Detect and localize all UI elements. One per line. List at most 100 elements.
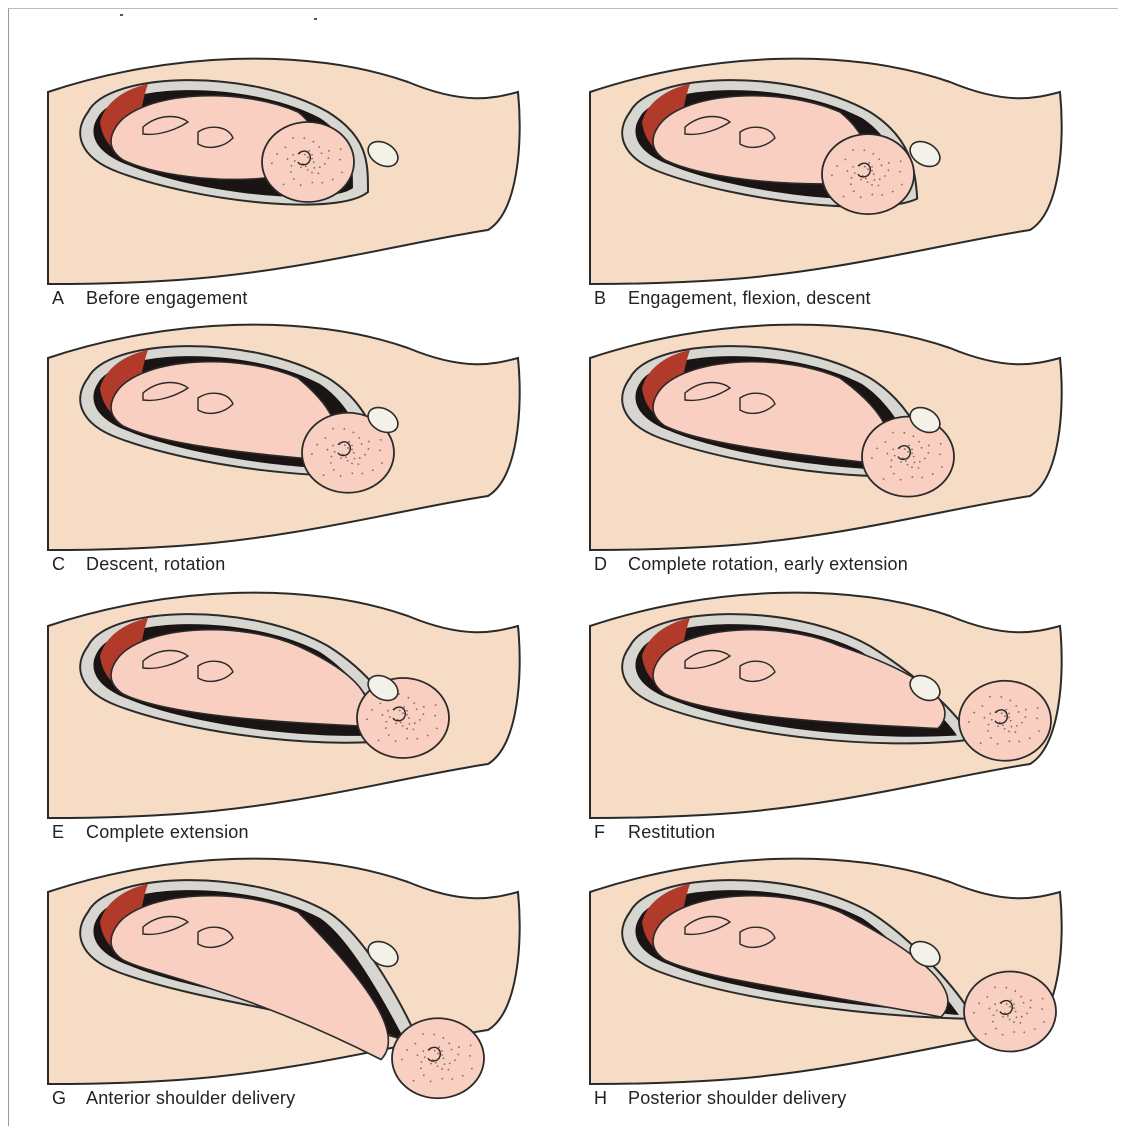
hair-stipple [1013,1007,1015,1009]
hair-stipple [1030,1007,1032,1009]
hair-stipple [871,166,873,168]
hair-stipple [918,467,920,469]
hair-stipple [884,441,886,443]
stage-caption: GAnterior shoulder delivery [52,1088,295,1109]
hair-stipple [881,194,883,196]
hair-stipple [890,466,892,468]
hair-stipple [311,182,313,184]
hair-stipple [1014,990,1016,992]
hair-stipple [435,704,437,706]
hair-stipple [988,724,990,726]
hair-stipple [307,156,309,158]
hair-stipple [1021,1016,1023,1018]
pelvis-illustration [48,852,568,1084]
stage-panel-g: GAnterior shoulder delivery [48,852,568,1117]
hair-stipple [852,149,854,151]
hair-stipple [871,457,873,459]
hair-stipple [386,721,388,723]
hair-stipple [1006,1003,1008,1005]
hair-stipple [364,454,366,456]
hair-stipple [430,1063,432,1065]
hair-stipple [300,184,302,186]
hair-stipple [928,452,930,454]
hair-stipple [330,462,332,464]
hair-stipple [878,185,880,187]
hair-stipple [379,702,381,704]
hair-stipple [1010,720,1012,722]
hair-stipple [333,469,335,471]
stage-caption: CDescent, rotation [52,554,225,575]
pelvis-illustration [48,586,568,818]
hair-stipple [359,457,361,459]
hair-stipple [911,466,913,468]
hair-stipple [1023,1002,1025,1004]
hair-stipple [911,452,913,454]
hair-stipple [368,448,370,450]
hair-stipple [340,148,342,150]
hair-stipple [986,996,988,998]
hair-stipple [1020,1022,1022,1024]
hair-stipple [994,1003,996,1005]
hair-stipple [308,150,310,152]
hair-stipple [1043,1021,1045,1023]
hair-stipple [368,441,370,443]
hair-stipple [864,166,866,168]
hair-stipple [980,742,982,744]
hair-stipple [907,451,909,453]
hair-stipple [313,161,315,163]
hair-stipple [968,721,970,723]
hair-stipple [413,702,415,704]
hair-stipple [287,158,289,160]
hair-stipple [388,734,390,736]
stage-label: Complete extension [86,822,249,842]
hair-stipple [899,171,901,173]
hair-stipple [400,722,402,724]
hair-stipple [1023,1031,1025,1033]
hair-stipple [427,735,429,737]
hair-stipple [385,727,387,729]
hair-stipple [1025,716,1027,718]
hair-stipple [433,1034,435,1036]
hair-stipple [328,150,330,152]
hair-stipple [351,445,353,447]
hair-stipple [879,178,881,180]
hair-stipple [991,719,993,721]
hair-stipple [291,165,293,167]
hair-stipple [327,449,329,451]
hair-stipple [423,713,425,715]
stage-letter: E [52,822,86,843]
hair-stipple [989,713,991,715]
hair-stipple [990,737,992,739]
hair-stipple [371,709,373,711]
hair-stipple [294,160,296,162]
hair-stipple [1018,711,1020,713]
pelvis-illustration [590,852,1110,1084]
hair-stipple [351,448,353,450]
hair-stipple [921,447,923,449]
hair-stipple [911,448,913,450]
hair-stipple [380,439,382,441]
hair-stipple [300,167,302,169]
hair-stipple [918,441,920,443]
scan-speck [120,14,123,16]
hair-stipple [448,1043,450,1045]
hair-stipple [471,1068,473,1070]
hair-stipple [430,1081,432,1083]
hair-stipple [989,696,991,698]
hair-stipple [912,435,914,437]
hair-stipple [914,462,916,464]
pelvis-illustration [48,318,568,550]
hair-stipple [458,1046,460,1048]
hair-stipple [323,474,325,476]
hair-stipple [850,183,852,185]
hair-stipple [441,1050,443,1052]
hair-stipple [332,445,334,447]
pelvis-illustration [590,318,1110,550]
hair-stipple [435,1062,437,1064]
fetal-head [959,681,1051,761]
hair-stipple [865,178,867,180]
hair-stipple [403,706,405,708]
hair-stipple [924,458,926,460]
